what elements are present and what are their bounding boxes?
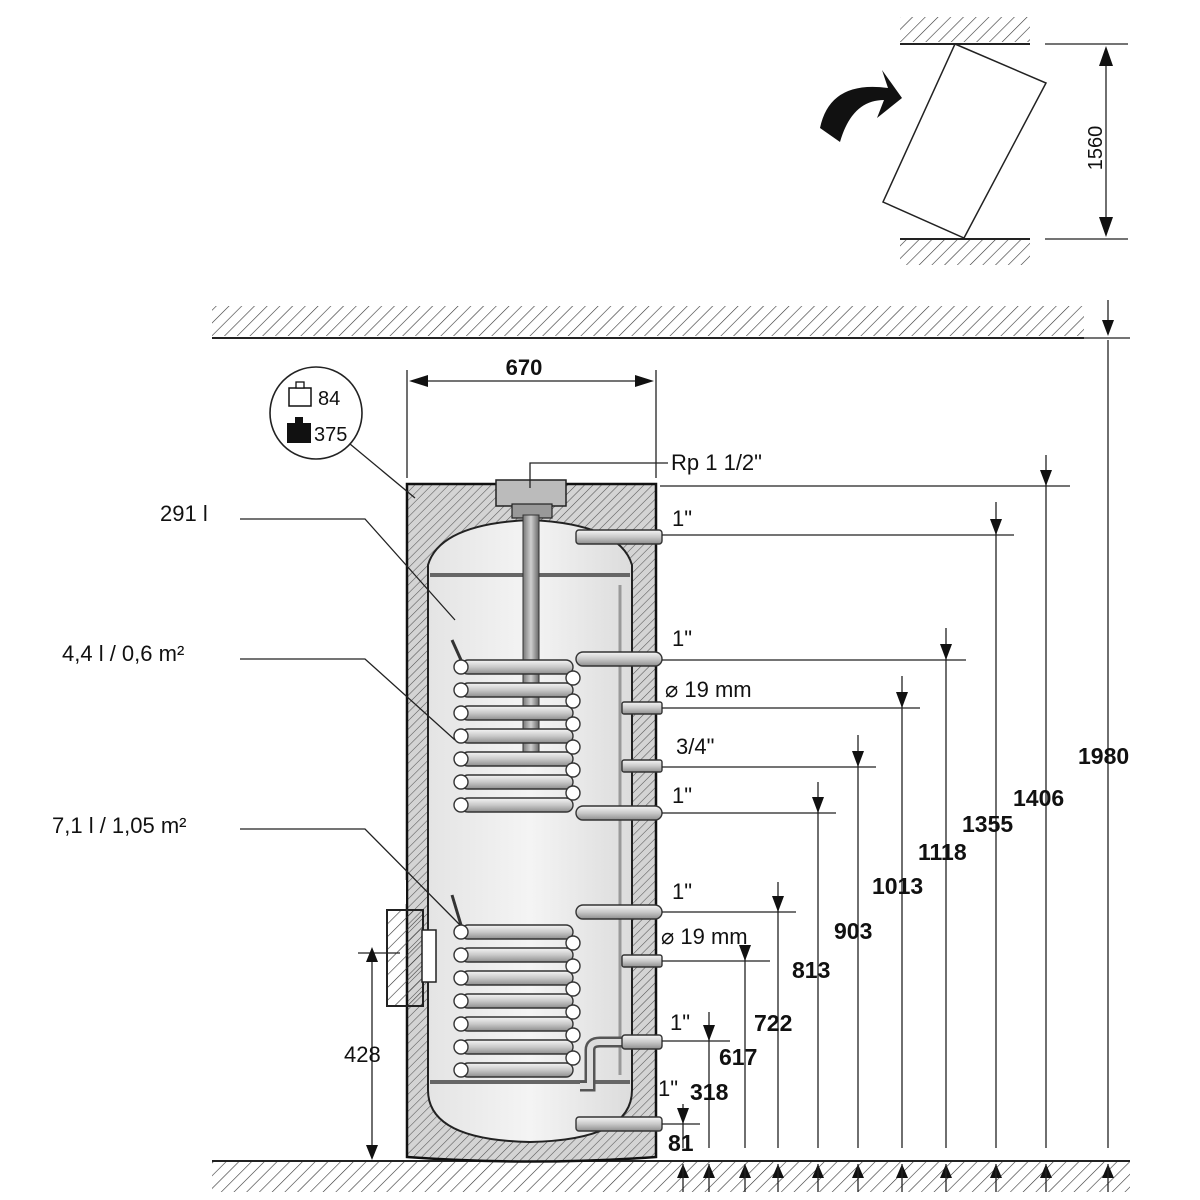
ceiling-height-label: 1980 xyxy=(1078,743,1129,769)
rotate-arrow-icon xyxy=(820,70,902,142)
height-top: 1406 xyxy=(1013,785,1064,811)
size-upper-coil-return: 1" xyxy=(672,783,692,808)
height-sensor-lower: 617 xyxy=(719,1044,757,1070)
heater-height-label: 428 xyxy=(344,1042,381,1067)
tilt-floor-hatch xyxy=(900,240,1030,265)
stub-lower-coil-return xyxy=(621,1034,663,1050)
stub-lower-coil-flow xyxy=(575,904,663,920)
size-upper-coil-flow: 1" xyxy=(672,626,692,651)
size-sensor-lower: ⌀ 19 mm xyxy=(661,924,748,949)
volume-label: 291 l xyxy=(160,501,208,526)
size-hot-water: 1" xyxy=(672,506,692,531)
connection-stubs xyxy=(575,529,663,1132)
left-labels: 291 l 4,4 l / 0,6 m² 7,1 l / 1,05 m² xyxy=(52,501,461,926)
height-circulation: 903 xyxy=(834,918,872,944)
connection-size-labels: Rp 1 1/2" 1" 1" ⌀ 19 mm 3/4" 1" 1" ⌀ 19 … xyxy=(529,450,762,1101)
height-hot-water: 1355 xyxy=(962,811,1013,837)
anode-rod xyxy=(522,514,540,761)
stub-cold-water xyxy=(575,1116,663,1132)
stub-upper-coil-flow xyxy=(575,651,663,667)
weight-callout: 84 375 xyxy=(269,366,416,499)
width-dimension: 670 xyxy=(406,355,657,478)
height-upper-coil-flow: 1118 xyxy=(918,839,967,865)
size-cold-water: 1" xyxy=(658,1076,678,1101)
floor-hatch xyxy=(212,1162,1130,1192)
empty-weight-label: 84 xyxy=(318,388,340,410)
stub-circulation xyxy=(621,759,663,773)
height-lower-coil-flow: 722 xyxy=(754,1010,792,1036)
tilt-ceiling-hatch xyxy=(900,17,1030,42)
tilt-height-label: 1560 xyxy=(1085,126,1107,171)
ceiling-hatch xyxy=(212,306,1084,336)
stub-sensor-lower xyxy=(621,954,663,968)
room-boundaries xyxy=(212,306,1130,1192)
height-sensor-upper: 1013 xyxy=(872,873,923,899)
full-weight-icon xyxy=(287,417,311,443)
upper-coil-label: 4,4 l / 0,6 m² xyxy=(62,641,184,666)
size-lower-coil-flow: 1" xyxy=(672,879,692,904)
top-fitting xyxy=(495,479,567,507)
empty-weight-icon xyxy=(288,381,312,407)
full-weight-label: 375 xyxy=(314,424,347,446)
tank-body xyxy=(405,479,658,1163)
height-cold-water: 81 xyxy=(668,1130,694,1156)
size-top: Rp 1 1/2" xyxy=(671,450,762,475)
height-lower-coil-return: 318 xyxy=(690,1079,729,1105)
tilt-schematic: 1560 xyxy=(820,17,1128,265)
stub-sensor-upper xyxy=(621,701,663,715)
stub-hot-water xyxy=(575,529,663,545)
lower-heating-coil xyxy=(450,894,630,1092)
tilted-tank-outline xyxy=(882,43,1048,239)
stub-upper-coil-return xyxy=(575,805,663,821)
width-label: 670 xyxy=(506,355,543,380)
size-sensor-upper: ⌀ 19 mm xyxy=(665,677,752,702)
lower-coil-label: 7,1 l / 1,05 m² xyxy=(52,813,187,838)
upper-heating-coil xyxy=(450,639,581,813)
inner-vessel xyxy=(427,518,633,1144)
height-upper-coil-return: 813 xyxy=(792,957,830,983)
size-lower-coil-return: 1" xyxy=(670,1010,690,1035)
height-dimensions: 1406 1355 1118 1013 903 8 xyxy=(660,300,1130,1192)
size-circulation: 3/4" xyxy=(676,734,714,759)
heater-flange: 428 xyxy=(344,880,437,1160)
